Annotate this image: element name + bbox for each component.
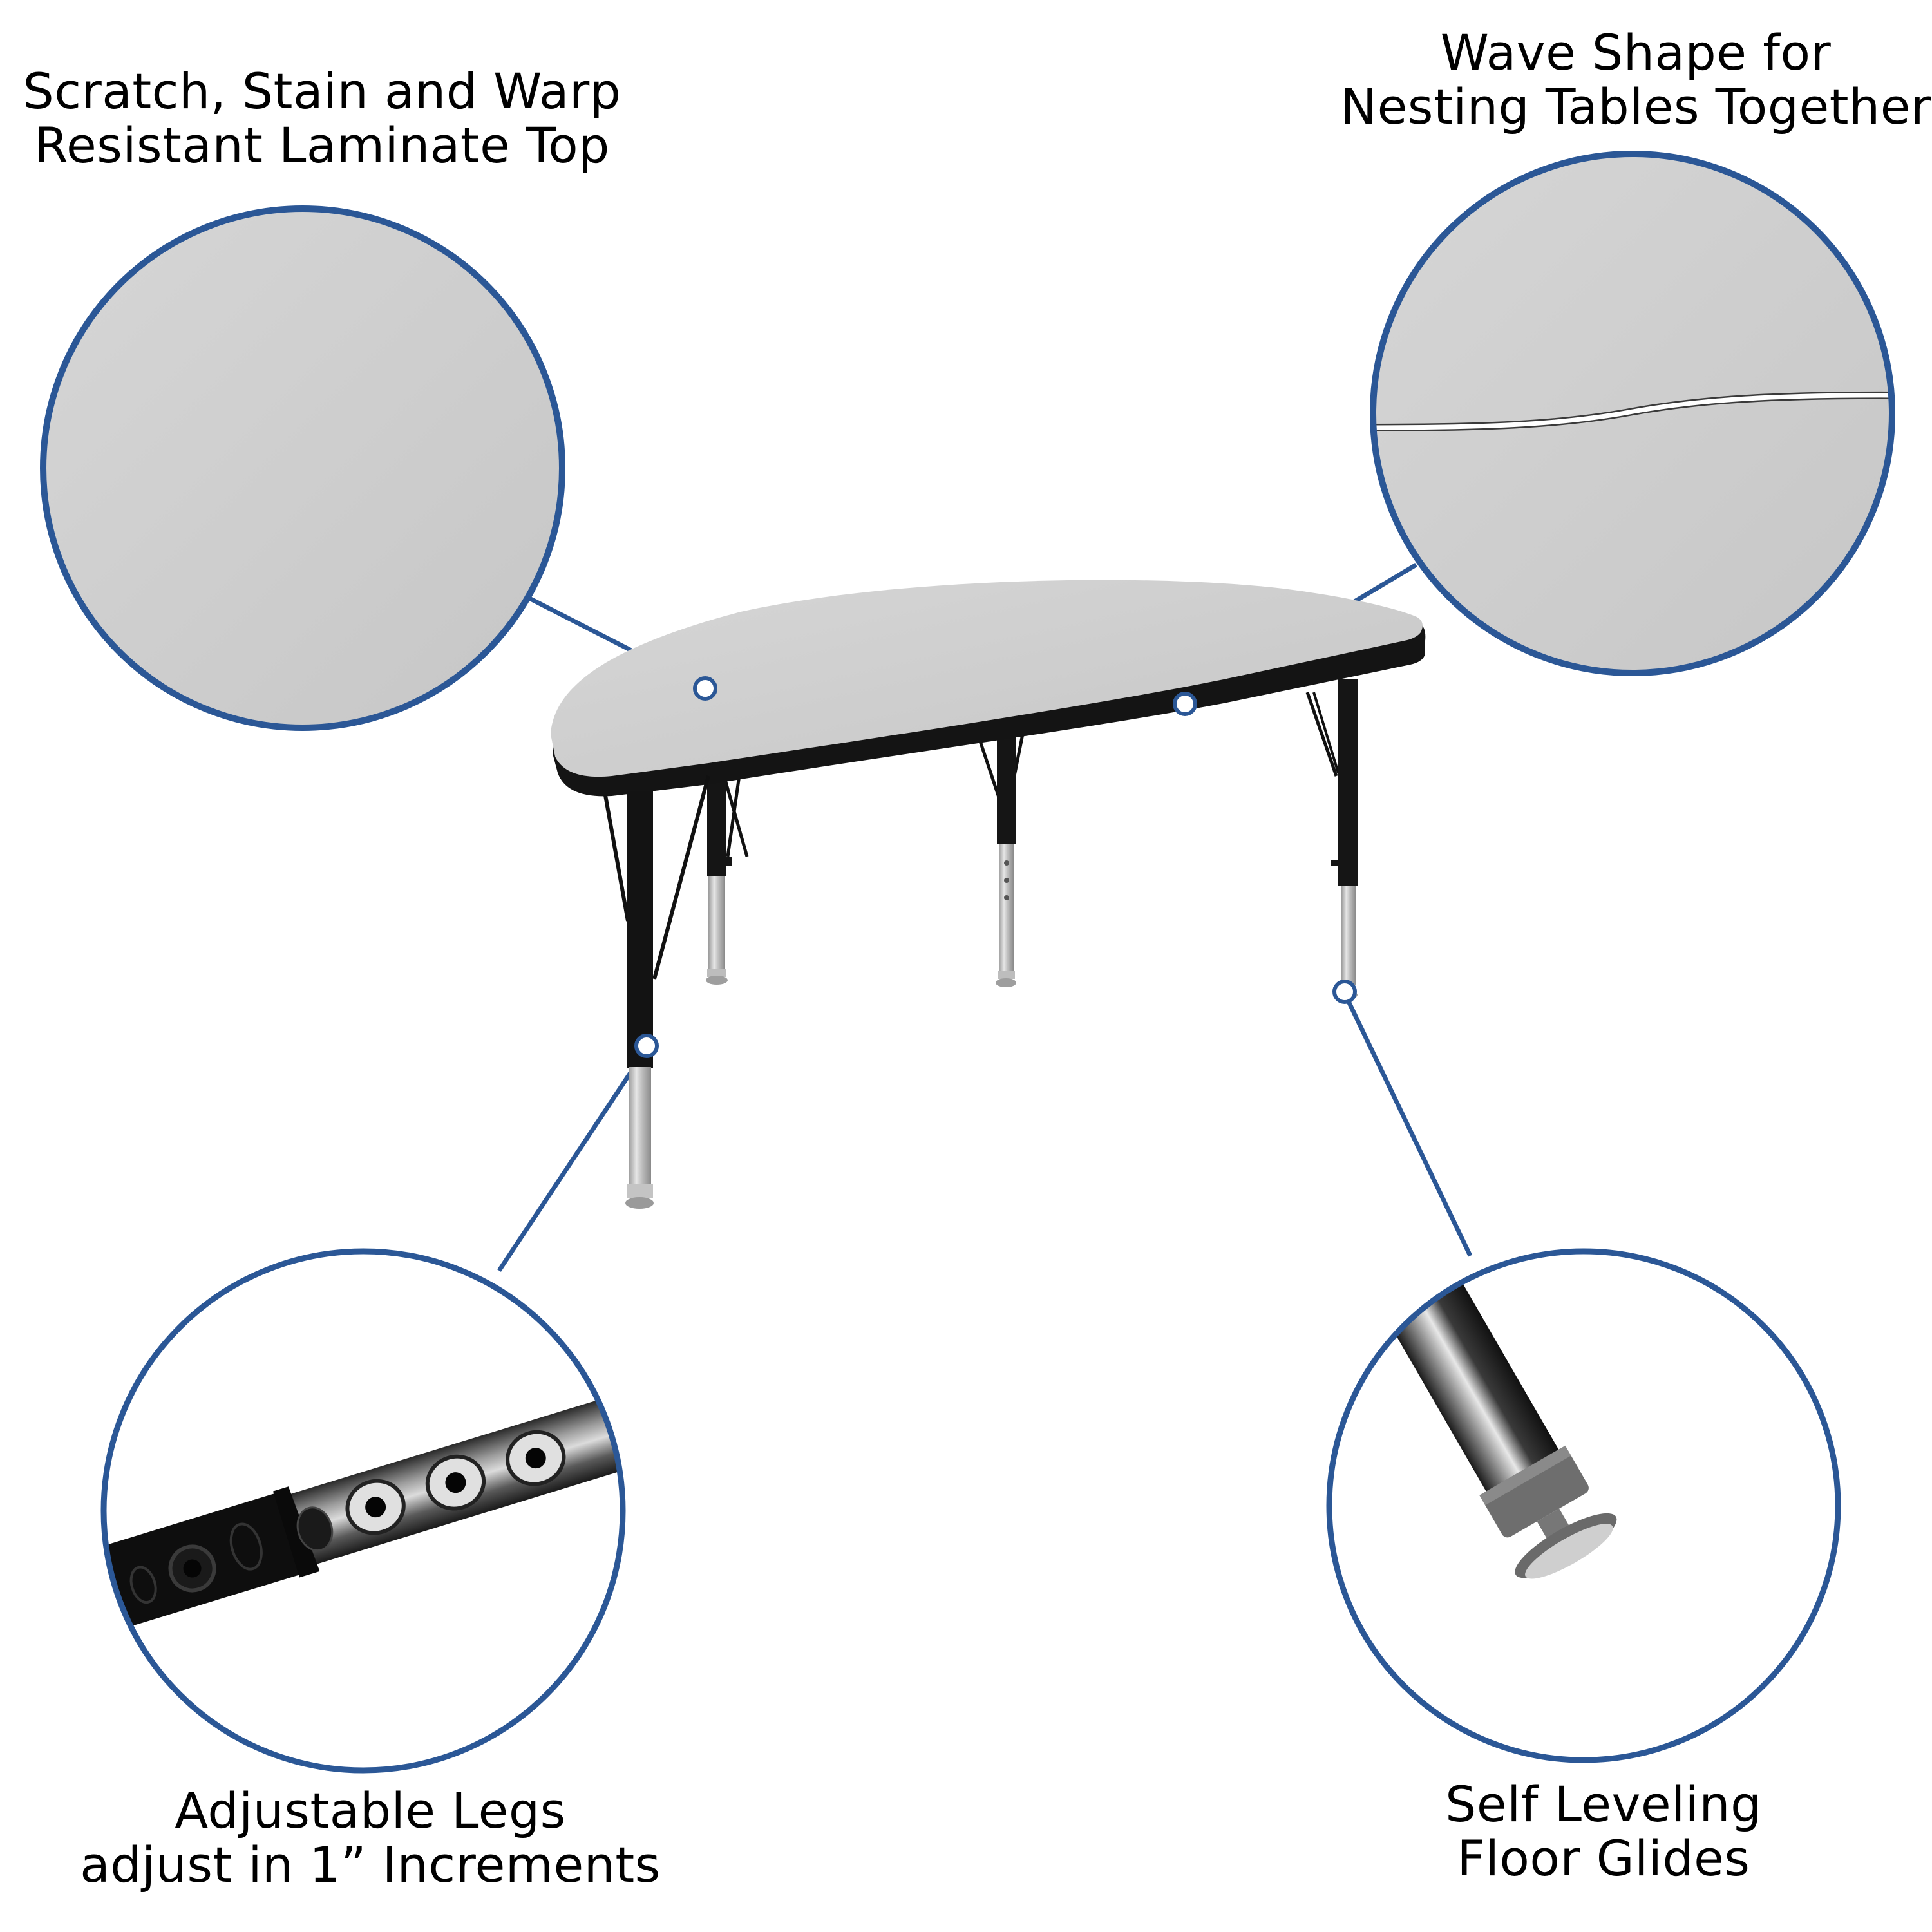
- table-leg-back-left: [706, 766, 749, 985]
- callout-label-laminate: Scratch, Stain and Warp Resistant Lamina…: [13, 64, 631, 173]
- adjustment-holes: [345, 1430, 566, 1535]
- callout-label-glides: Self Leveling Floor Glides: [1372, 1777, 1835, 1886]
- callout-label-line: adjust in 1” Increments: [80, 1836, 661, 1893]
- callout-dot-laminate[interactable]: [693, 676, 717, 701]
- callout-label-line: Scratch, Stain and Warp: [23, 62, 621, 120]
- leader-line-legs: [497, 1055, 643, 1272]
- callout-dot-legs[interactable]: [634, 1034, 659, 1058]
- callout-label-line: Nesting Tables Together: [1340, 78, 1931, 135]
- callout-dot-wave[interactable]: [1173, 692, 1197, 716]
- leader-line-glides: [1346, 1000, 1473, 1257]
- callout-label-line: Floor Glides: [1457, 1830, 1750, 1887]
- detail-circle-glides: [1326, 1248, 1841, 1763]
- callout-label-line: Wave Shape for: [1440, 24, 1832, 81]
- callout-label-line: Adjustable Legs: [175, 1782, 566, 1839]
- callout-dot-glides[interactable]: [1332, 980, 1357, 1004]
- callout-label-wave: Wave Shape for Nesting Tables Together: [1314, 26, 1932, 134]
- tabletop-surface: [551, 580, 1423, 777]
- table-leg-right: [1305, 679, 1358, 999]
- callout-label-legs: Adjustable Legs adjust in 1” Increments: [64, 1784, 676, 1892]
- table-illustration: [551, 580, 1426, 1209]
- callout-label-line: Resistant Laminate Top: [34, 117, 610, 174]
- callout-label-line: Self Leveling: [1445, 1776, 1762, 1833]
- detail-circle-wave: [1370, 151, 1895, 676]
- detail-circle-legs: [100, 1248, 626, 1774]
- table-leg-front-left: [603, 775, 710, 1209]
- callout-dots: [634, 676, 1357, 1058]
- table-leg-middle: [977, 734, 1025, 987]
- detail-circle-laminate: [40, 205, 565, 731]
